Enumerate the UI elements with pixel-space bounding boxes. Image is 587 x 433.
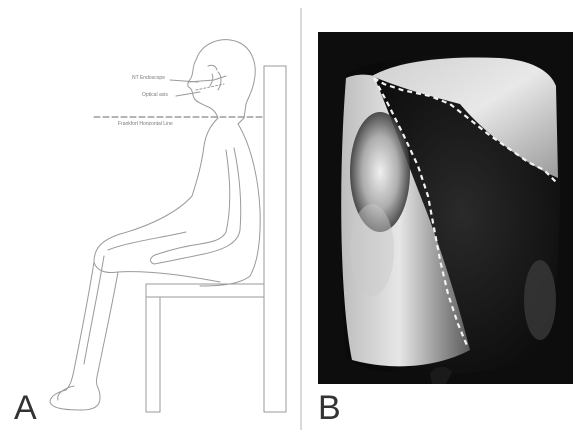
chair-seat bbox=[146, 284, 264, 412]
person-lower-leg bbox=[66, 262, 94, 390]
optical-axis-label: Optical axis bbox=[142, 93, 168, 98]
person-torso-front bbox=[192, 118, 218, 196]
person-head bbox=[196, 40, 255, 124]
optical-axis-pointer bbox=[176, 92, 200, 96]
panel-b-endoscopic-photo bbox=[318, 32, 573, 384]
person-face bbox=[188, 60, 218, 118]
frankfort-line-label: Frankfort Horizontal Line bbox=[118, 122, 173, 127]
chair bbox=[146, 66, 286, 412]
panel-a-illustration bbox=[50, 40, 286, 412]
person-back bbox=[200, 124, 260, 286]
endoscope-label: NT Endoscope bbox=[132, 76, 165, 81]
person-arm bbox=[151, 148, 241, 264]
person-thigh bbox=[94, 196, 220, 282]
panel-b-letter: B bbox=[318, 391, 341, 425]
panel-a-letter: A bbox=[14, 391, 37, 425]
chair-backrest bbox=[264, 66, 286, 412]
endoscope-diagram bbox=[170, 76, 226, 96]
